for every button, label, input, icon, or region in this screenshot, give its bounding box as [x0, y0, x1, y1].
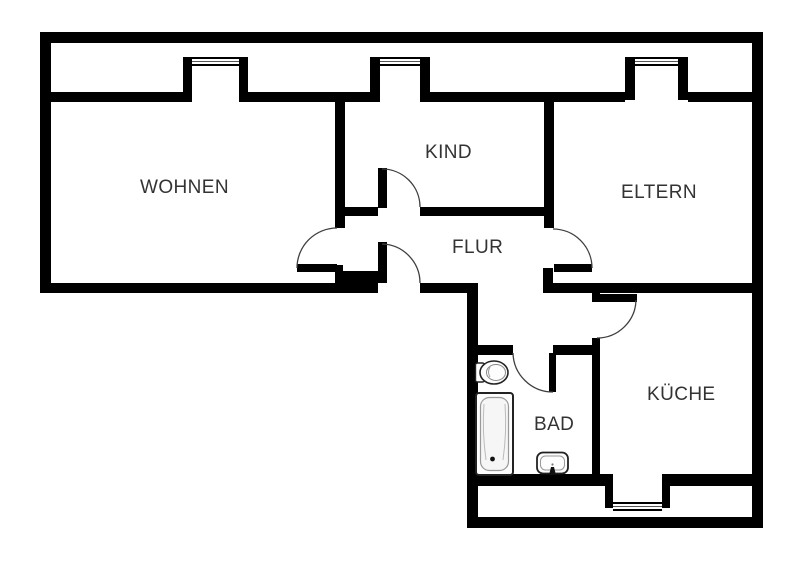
- room-label-eltern: ELTERN: [621, 182, 697, 203]
- room-label-bad: BAD: [534, 414, 575, 435]
- wall-flur-bottom: [420, 283, 478, 293]
- window-jamb-kueche-left: [605, 474, 613, 508]
- door-arc-kueche: [596, 299, 637, 339]
- wall-kueche-door-stub: [592, 288, 600, 302]
- sink-icon: [536, 451, 569, 475]
- door-leaf-bad: [549, 353, 556, 392]
- wall-kind-eltern: [544, 92, 554, 228]
- window-jamb-eltern-left: [625, 57, 635, 100]
- window-kueche: [613, 502, 662, 511]
- wall-wohnen-door-stub: [335, 265, 343, 293]
- window-eltern: [635, 57, 678, 66]
- wall-inner-top-a: [51, 92, 183, 102]
- bathtub-icon: [475, 392, 514, 476]
- wall-bad-top-a: [478, 345, 513, 355]
- room-label-flur: FLUR: [452, 237, 504, 258]
- door-leaf-wohnen: [297, 264, 337, 272]
- window-jamb-wohnen-left: [183, 57, 192, 102]
- door-leaf-kueche: [598, 294, 637, 302]
- wall-outer-top: [40, 32, 763, 43]
- window-kind: [380, 57, 420, 66]
- wall-wohnen-kind: [335, 92, 345, 228]
- window-jamb-kueche-right: [662, 474, 670, 508]
- wall-outer-left: [40, 32, 51, 293]
- wall-outer-bottom: [467, 517, 763, 528]
- wall-bottom-inner-b: [670, 474, 752, 486]
- wall-inner-top-c: [430, 92, 625, 102]
- door-arc-eltern: [552, 228, 593, 269]
- window-wohnen: [192, 57, 239, 66]
- room-label-wohnen: WOHNEN: [140, 177, 229, 198]
- wall-eltern-bottom: [543, 283, 752, 293]
- door-leaf-kind: [378, 168, 387, 208]
- door-leaf-entry: [378, 242, 387, 283]
- room-label-kueche: KÜCHE: [647, 384, 716, 405]
- wall-entry-block: [343, 271, 378, 283]
- wall-kind-bottom-a: [345, 207, 378, 216]
- window-jamb-wohnen-right: [239, 57, 248, 102]
- toilet-icon: [474, 360, 509, 385]
- wall-eltern-door-stub: [543, 268, 553, 283]
- wall-wohnen-bottom: [40, 283, 378, 293]
- wall-bad-top-b: [553, 345, 592, 355]
- wall-lower-left: [467, 283, 478, 528]
- wall-outer-right: [752, 32, 763, 528]
- room-label-kind: KIND: [425, 142, 472, 163]
- wall-inner-top-d: [688, 92, 752, 102]
- door-leaf-eltern: [554, 264, 592, 272]
- wall-inner-top-b: [248, 92, 370, 102]
- door-arc-kind: [381, 168, 421, 208]
- wall-kind-bottom-b: [420, 207, 544, 216]
- window-jamb-kind-right: [420, 57, 430, 102]
- window-jamb-eltern-right: [678, 57, 688, 100]
- door-arc-bad: [512, 352, 554, 393]
- window-jamb-kind-left: [370, 57, 380, 102]
- door-arc-wohnen: [296, 227, 338, 269]
- door-arc-entry: [381, 243, 421, 284]
- wall-bottom-inner-a: [467, 474, 605, 486]
- wall-bad-kueche: [592, 338, 600, 482]
